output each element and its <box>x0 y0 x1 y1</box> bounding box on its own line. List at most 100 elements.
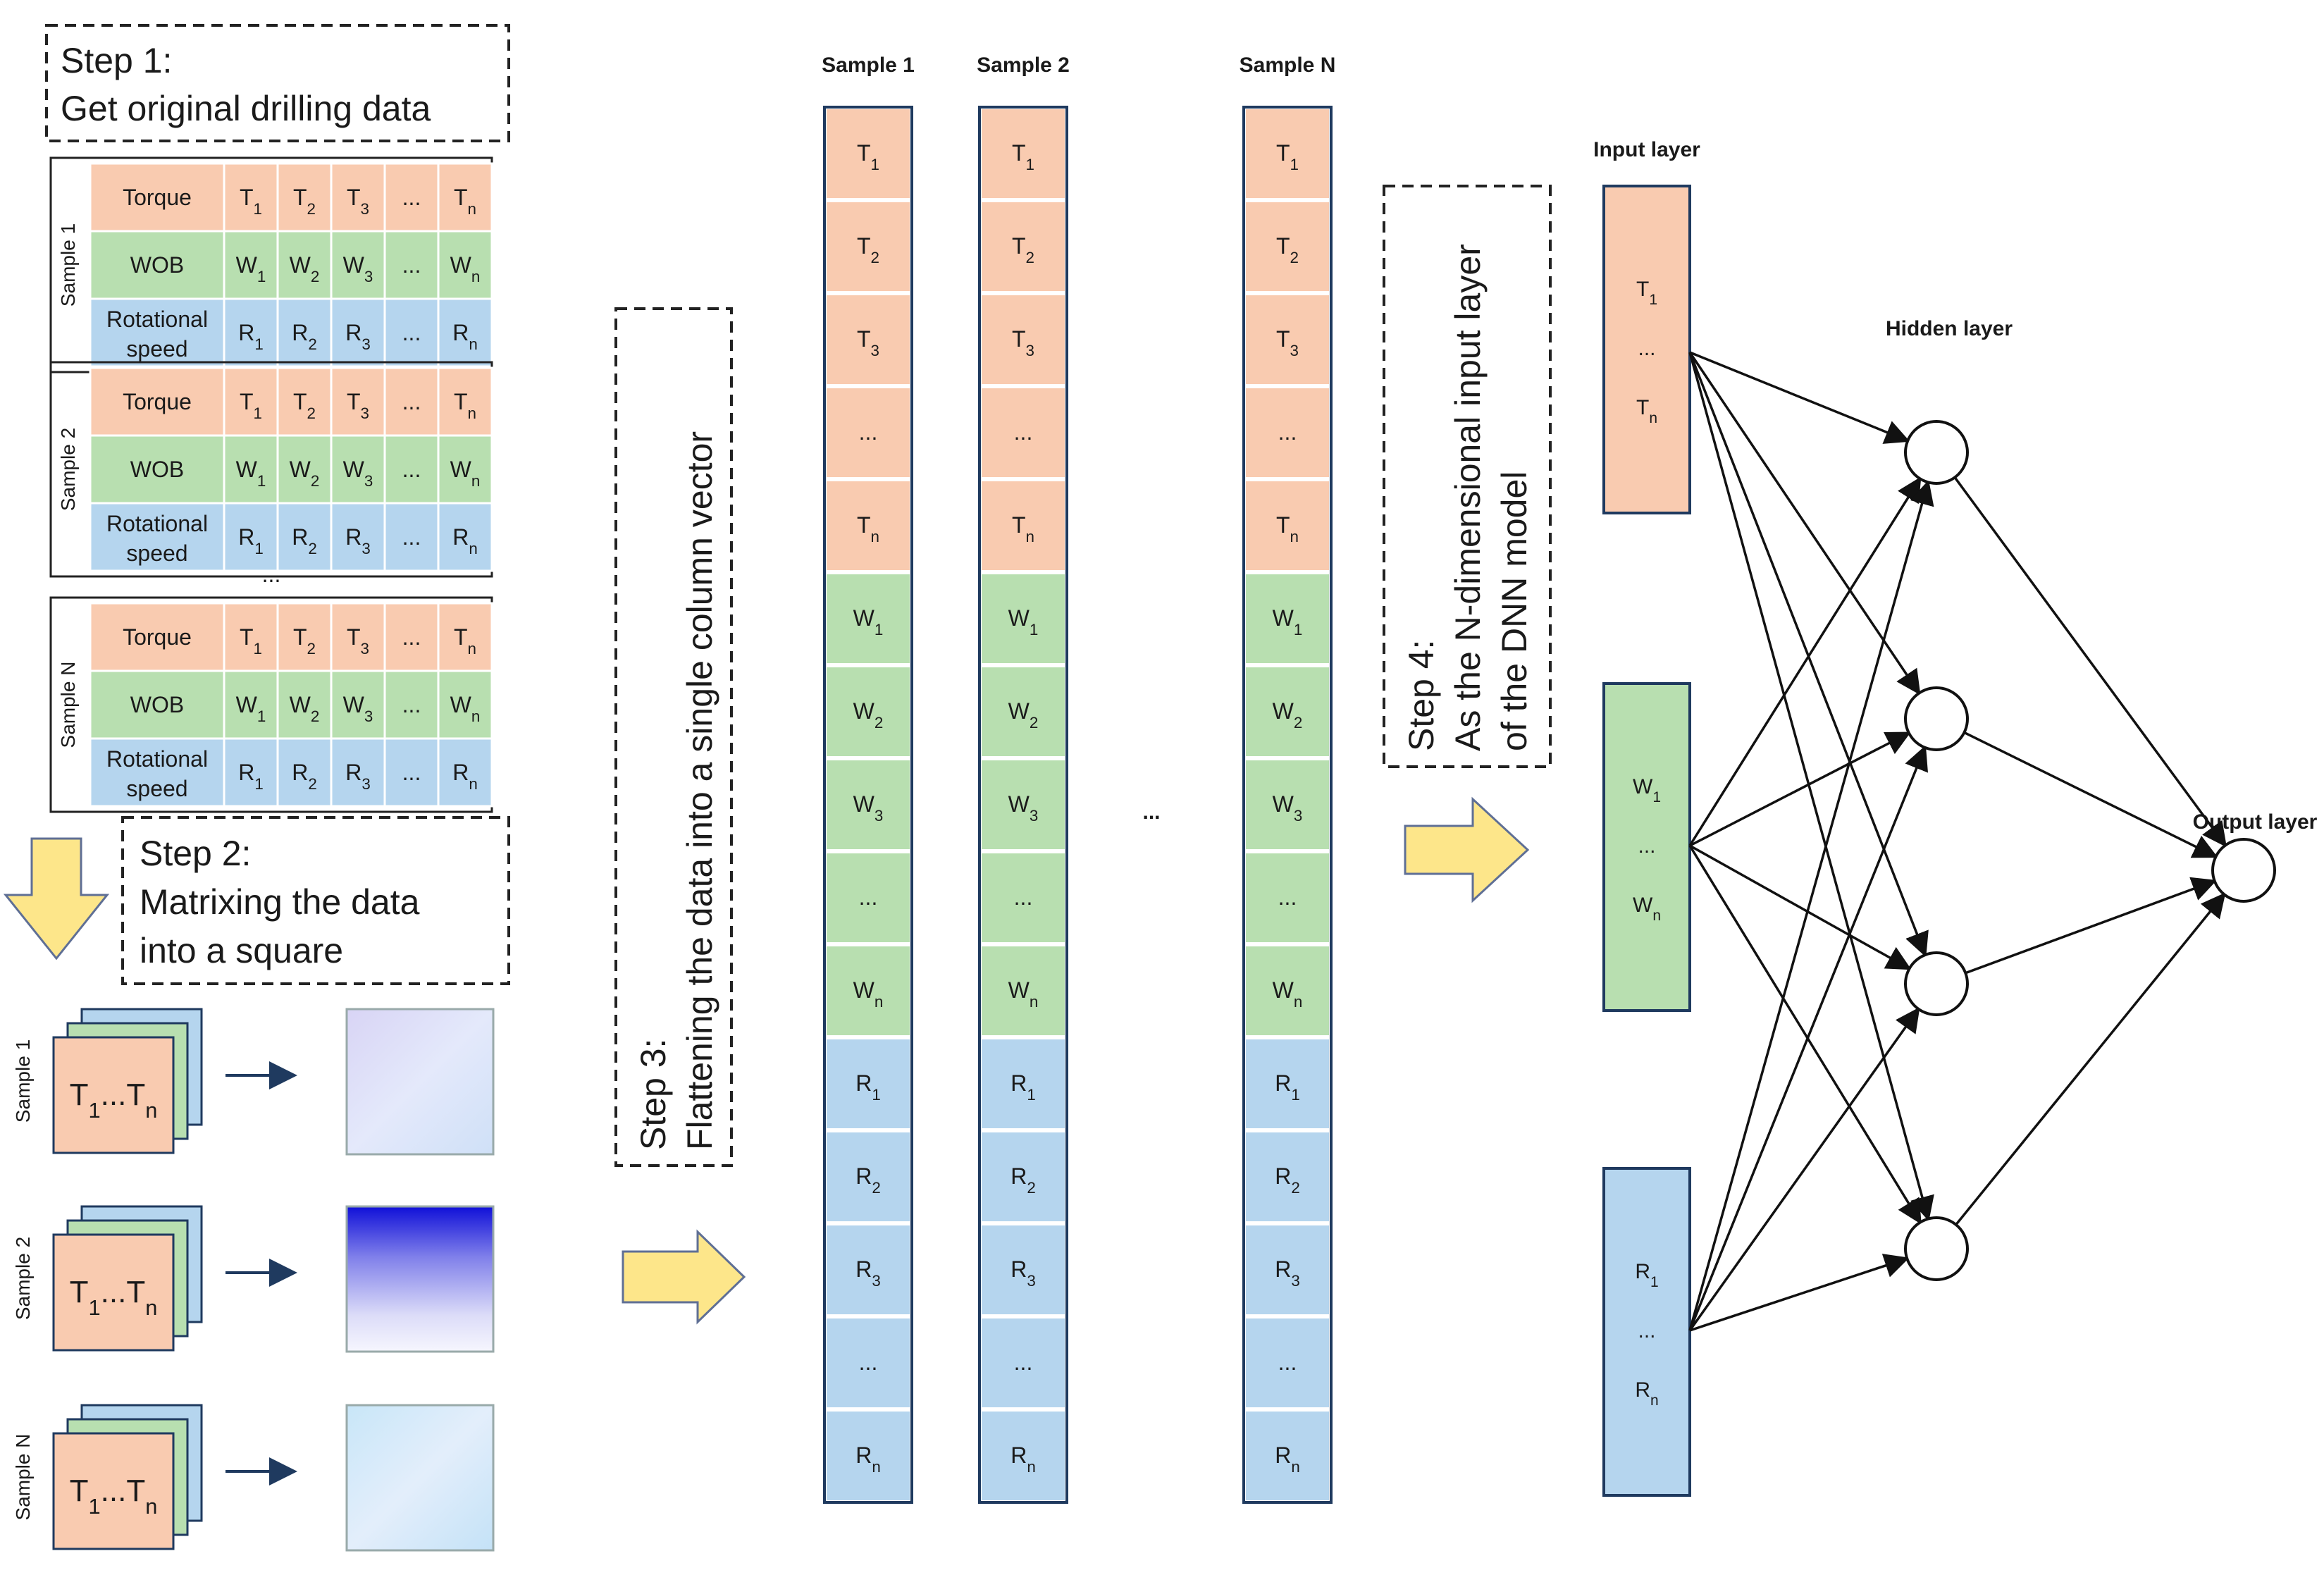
right-arrow-step4 <box>1404 796 1530 903</box>
step2-text-2: into a square <box>140 931 343 970</box>
vector-cell <box>977 1128 1069 1225</box>
row-label: WOB <box>130 692 184 717</box>
connection-input-hidden <box>1688 745 1928 1331</box>
row-label: Rotational <box>106 307 208 332</box>
vector-header: Sample 2 <box>977 54 1070 77</box>
input-layer-label: Input layer <box>1593 138 1700 161</box>
vector-cell-label: Rn <box>855 1443 881 1476</box>
vector-cell-label: ... <box>1014 1349 1033 1375</box>
table-cell: W1 <box>236 692 266 725</box>
table-cell: R2 <box>292 524 317 557</box>
square-sample-label: Sample 2 <box>12 1237 34 1320</box>
heatmap-image <box>345 1404 495 1552</box>
vector-cell-label: W3 <box>853 791 884 824</box>
row-label: Rotational <box>106 746 208 772</box>
input-node-ellipsis: ... <box>1638 834 1655 858</box>
table-cell: T3 <box>347 389 369 422</box>
connection-input-hidden <box>1688 476 1922 846</box>
input-node-group <box>1602 682 1691 1012</box>
table-cell: T1 <box>240 185 262 218</box>
step1-text: Get original drilling data <box>61 89 431 128</box>
input-node-last: Rn <box>1635 1378 1658 1409</box>
connection-input-hidden <box>1689 351 1910 444</box>
vector-cell-label: R1 <box>1010 1070 1036 1104</box>
table-row <box>89 162 493 233</box>
input-node-last: Wn <box>1633 894 1661 924</box>
square-sample-label: Sample 1 <box>12 1039 34 1123</box>
table-cell: R1 <box>238 524 264 557</box>
input-node-ellipsis: ... <box>1638 1319 1655 1342</box>
connection-hidden-output <box>1955 892 2226 1225</box>
table-cell: Rn <box>452 320 478 353</box>
input-node-ellipsis: ... <box>1638 337 1655 360</box>
stack-label: T1...Tn <box>70 1474 158 1519</box>
table-cell: Wn <box>450 692 481 725</box>
row-label: speed <box>126 541 187 566</box>
table-cell: W2 <box>290 457 320 490</box>
table-cell: W1 <box>236 457 266 490</box>
vector-cell-label: R3 <box>855 1256 881 1290</box>
row-label: Torque <box>123 624 192 650</box>
table-cell: T1 <box>240 624 262 657</box>
connection-input-hidden <box>1688 479 1934 1331</box>
step3-box: Step 3: Flattening the data into a singl… <box>614 307 733 1167</box>
step2-box: Step 2: Matrixing the data into a square <box>121 816 510 985</box>
vector-cell-label: W1 <box>1008 605 1039 638</box>
table-cell: W2 <box>290 252 320 285</box>
table-row <box>89 669 493 740</box>
vector-cell-label: R2 <box>855 1163 881 1197</box>
vector-border <box>1242 106 1333 1504</box>
table-cell: Tn <box>454 185 476 218</box>
vector-cell-label: ... <box>1014 419 1033 445</box>
stack-layer-front <box>52 1432 175 1550</box>
connection-input-hidden <box>1688 845 1922 1225</box>
vector-cell-label: ... <box>1278 884 1297 910</box>
vector-cell-label: Rn <box>1010 1443 1036 1476</box>
vector-cell-label: ... <box>859 419 878 445</box>
table-cell: W3 <box>343 692 373 725</box>
table-cell: ... <box>402 320 421 345</box>
table-cell: Tn <box>454 389 476 422</box>
connection-hidden-output <box>1963 731 2218 858</box>
step4-box: Step 4: As the N-dimensional input layer… <box>1383 185 1552 768</box>
stack-label: T1...Tn <box>70 1077 158 1123</box>
vector-cell-label: R1 <box>1275 1070 1300 1104</box>
vector-cell-label: T3 <box>1012 326 1034 359</box>
vector-cell-label: ... <box>1278 419 1297 445</box>
vector-cell-label: ... <box>1014 884 1033 910</box>
table-row <box>89 502 493 572</box>
table-row <box>89 366 493 437</box>
table-row <box>89 297 493 368</box>
step4-text-1: As the N-dimensional input layer <box>1448 244 1488 751</box>
hidden-node <box>1904 686 1969 751</box>
vector-cell-label: Wn <box>1273 977 1303 1011</box>
connection-hidden-output <box>1965 877 2218 975</box>
vector-border <box>823 106 913 1504</box>
connection-input-hidden <box>1688 352 1921 696</box>
vector-cell <box>1242 1035 1333 1132</box>
table-cell: Rn <box>452 524 478 557</box>
connection-input-hidden <box>1688 352 1929 958</box>
vector-cell-label: Tn <box>1276 512 1299 545</box>
table-cell: Wn <box>450 252 481 285</box>
sample-side-label: Sample 2 <box>57 428 79 511</box>
input-node-first: T1 <box>1636 278 1657 308</box>
vector-cell-label: T1 <box>857 140 879 173</box>
step4-title: Step 4: <box>1402 640 1441 751</box>
input-node-last: Tn <box>1636 396 1657 426</box>
vector-cell-label: R2 <box>1275 1163 1300 1197</box>
vector-cell-label: W1 <box>853 605 884 638</box>
table-cell: T3 <box>347 185 369 218</box>
output-layer-label: Output layer <box>2193 810 2318 834</box>
vector-cell-label: W3 <box>1008 791 1039 824</box>
table-cell: ... <box>402 185 421 210</box>
vector-cell-label: R3 <box>1275 1256 1300 1290</box>
vector-cell-label: ... <box>1278 1349 1297 1375</box>
heatmap-image <box>345 1205 495 1353</box>
step2-title: Step 2: <box>140 834 251 873</box>
row-label: speed <box>126 776 187 801</box>
table-cell: R2 <box>292 760 317 793</box>
vector-cell-label: W2 <box>1008 698 1039 731</box>
